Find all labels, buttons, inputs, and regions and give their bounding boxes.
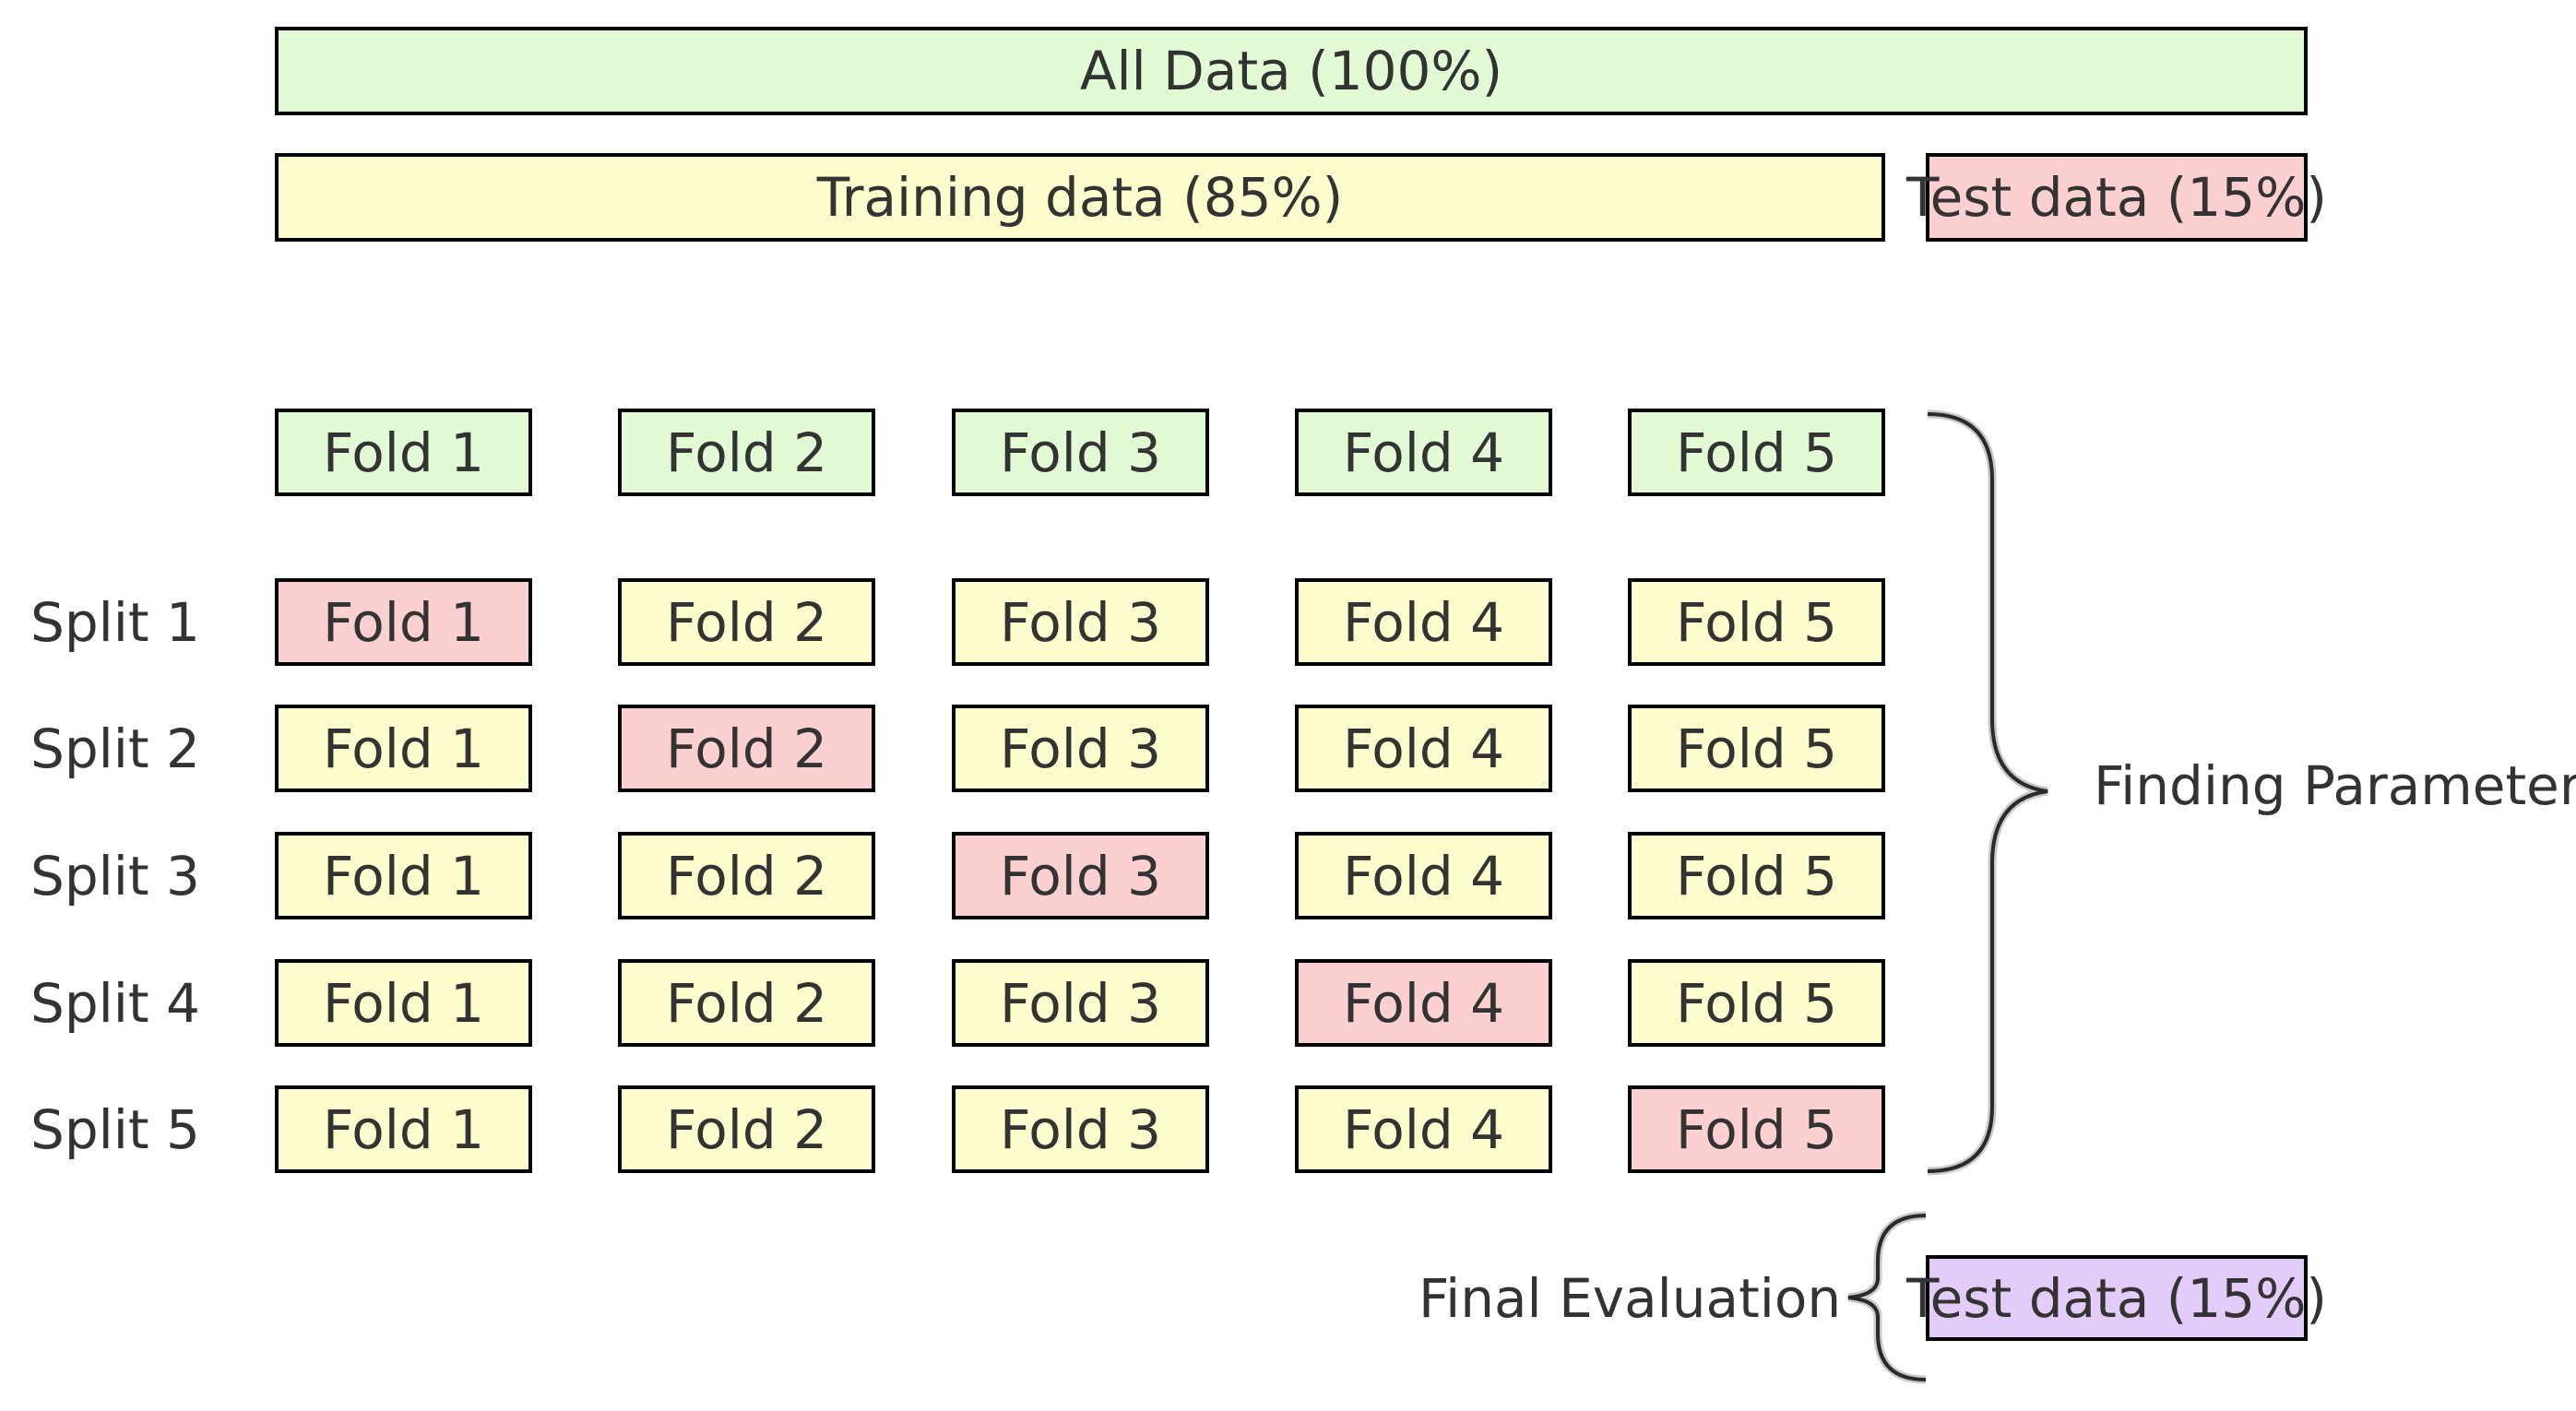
- header-fold-1: Fold 1: [275, 409, 532, 496]
- split-5-fold-4: Fold 4: [1295, 1085, 1552, 1173]
- training-data-bar: Training data (85%): [275, 153, 1885, 242]
- split-1-fold-2: Fold 2: [618, 578, 875, 666]
- split-label-2: Split 2: [30, 717, 200, 780]
- final-evaluation-label: Final Evaluation: [1419, 1267, 1842, 1330]
- finding-parameters-label: Finding Parameters: [2094, 754, 2576, 817]
- split-3-fold-4: Fold 4: [1295, 832, 1552, 919]
- split-label-4: Split 4: [30, 972, 200, 1035]
- split-4-fold-5: Fold 5: [1628, 959, 1885, 1047]
- split-3-fold-5: Fold 5: [1628, 832, 1885, 919]
- split-label-3: Split 3: [30, 845, 200, 907]
- split-5-fold-2: Fold 2: [618, 1085, 875, 1173]
- finding-parameters-brace: [1927, 409, 2048, 1176]
- header-fold-2: Fold 2: [618, 409, 875, 496]
- final-test-data-box: Test data (15%): [1906, 1255, 2327, 1341]
- split-4-fold-1: Fold 1: [275, 959, 532, 1047]
- split-2-fold-1: Fold 1: [275, 705, 532, 792]
- split-1-fold-5: Fold 5: [1628, 578, 1885, 666]
- split-label-1: Split 1: [30, 591, 200, 654]
- split-5-fold-5: Fold 5: [1628, 1085, 1885, 1173]
- split-2-fold-4: Fold 4: [1295, 705, 1552, 792]
- split-3-fold-3: Fold 3: [952, 832, 1209, 919]
- header-fold-4: Fold 4: [1295, 409, 1552, 496]
- split-2-fold-5: Fold 5: [1628, 705, 1885, 792]
- split-4-fold-4: Fold 4: [1295, 959, 1552, 1047]
- test-data-bar: Test data (15%): [1906, 153, 2327, 242]
- header-fold-5: Fold 5: [1628, 409, 1885, 496]
- split-1-fold-4: Fold 4: [1295, 578, 1552, 666]
- split-1-fold-3: Fold 3: [952, 578, 1209, 666]
- split-2-fold-3: Fold 3: [952, 705, 1209, 792]
- split-3-fold-2: Fold 2: [618, 832, 875, 919]
- split-3-fold-1: Fold 1: [275, 832, 532, 919]
- split-2-fold-2: Fold 2: [618, 705, 875, 792]
- all-data-bar: All Data (100%): [275, 27, 2308, 115]
- split-4-fold-3: Fold 3: [952, 959, 1209, 1047]
- split-5-fold-3: Fold 3: [952, 1085, 1209, 1173]
- split-1-fold-1: Fold 1: [275, 578, 532, 666]
- header-fold-3: Fold 3: [952, 409, 1209, 496]
- split-4-fold-2: Fold 2: [618, 959, 875, 1047]
- split-5-fold-1: Fold 1: [275, 1085, 532, 1173]
- split-label-5: Split 5: [30, 1098, 200, 1161]
